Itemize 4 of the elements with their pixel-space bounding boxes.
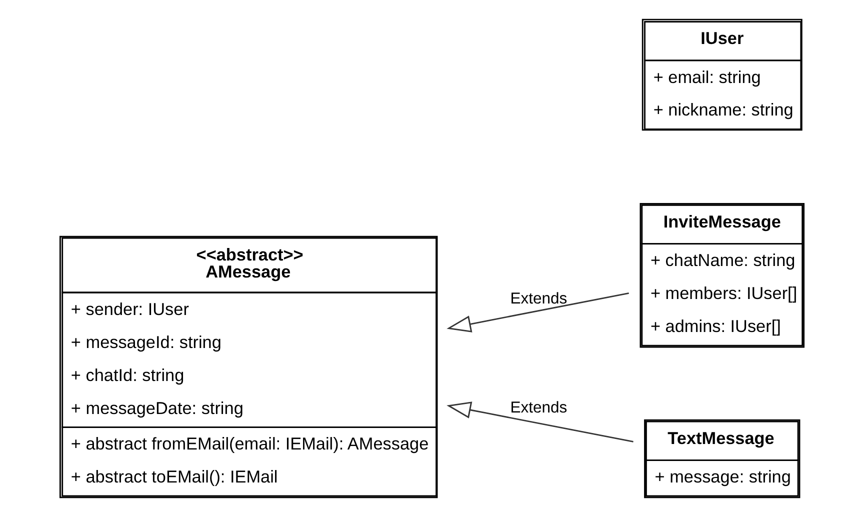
arrow xyxy=(446,292,629,332)
edge-label: Extends xyxy=(510,290,568,308)
arrow xyxy=(446,402,634,442)
edge-label: Extends xyxy=(510,400,568,417)
